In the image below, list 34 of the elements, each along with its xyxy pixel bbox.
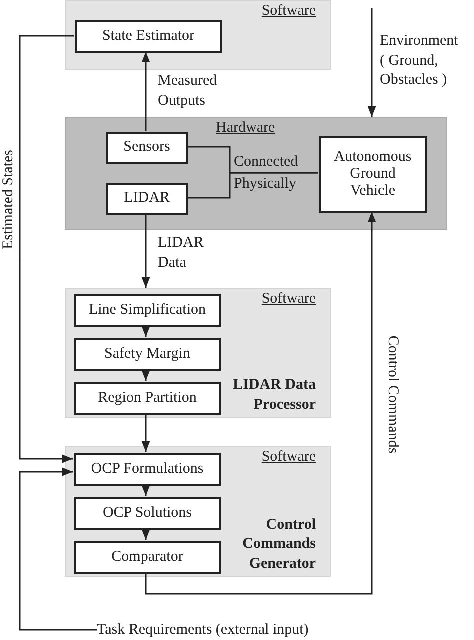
software-panel xyxy=(65,288,331,418)
arrow xyxy=(142,529,150,540)
process-box: Autonomous Ground Vehicle xyxy=(319,136,427,213)
arrow xyxy=(142,52,150,131)
process-box: Comparator xyxy=(74,541,221,574)
arrow xyxy=(142,414,150,452)
arrow xyxy=(145,212,376,595)
arrow xyxy=(19,35,74,464)
process-box: State Estimator xyxy=(75,20,222,53)
connector-line xyxy=(187,172,318,199)
arrow xyxy=(142,485,150,496)
process-box: OCP Formulations xyxy=(74,453,221,486)
software-panel xyxy=(65,0,331,70)
arrow xyxy=(368,8,376,117)
arrow xyxy=(142,214,150,288)
arrow xyxy=(19,468,97,631)
input-text: Task Requirements (external input) xyxy=(97,620,357,640)
edge-label: Connected Physically xyxy=(234,153,300,194)
software-panel xyxy=(65,446,331,577)
arrow xyxy=(142,326,150,337)
panel-heading: Software xyxy=(262,3,316,20)
panel-heading: Hardware xyxy=(216,120,276,137)
panel-heading: Software xyxy=(262,291,316,308)
process-box: Sensors xyxy=(106,132,188,164)
process-box: Line Simplification xyxy=(74,294,221,327)
panel-title: LIDAR Data Processor xyxy=(232,376,316,414)
process-box: OCP Solutions xyxy=(74,497,221,530)
panel-heading: Software xyxy=(262,449,316,466)
process-box: Safety Margin xyxy=(74,338,221,371)
panel-title: Control Commands Generator xyxy=(242,516,316,574)
process-box: Region Partition xyxy=(74,382,221,415)
process-box: LIDAR xyxy=(106,183,188,215)
hardware-panel xyxy=(65,117,447,230)
arrow xyxy=(142,370,150,381)
